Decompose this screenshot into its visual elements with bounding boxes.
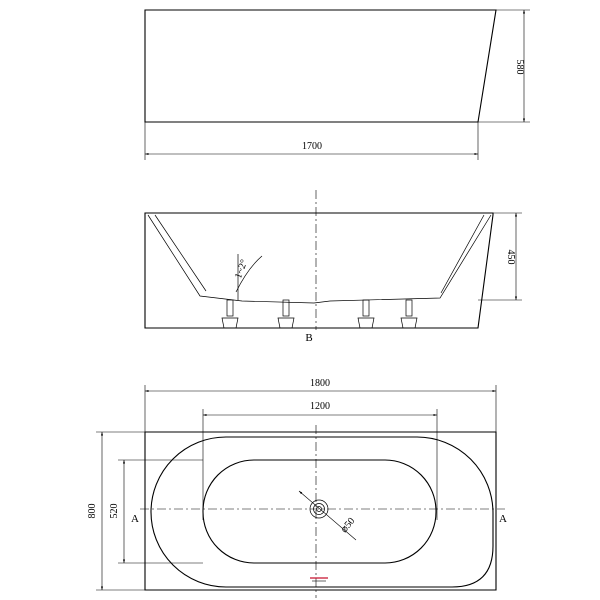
top-view: 580 1700 bbox=[144, 9, 530, 160]
support-foot bbox=[357, 299, 375, 329]
side-view: 1~2° 450 B bbox=[144, 190, 522, 344]
plan-outer-shell bbox=[144, 431, 497, 591]
drain-icon bbox=[309, 499, 329, 519]
drain-leader-line bbox=[298, 490, 357, 541]
plan-inner-basin bbox=[202, 459, 437, 564]
basin-profile bbox=[147, 214, 492, 304]
top-view-outline bbox=[144, 9, 497, 123]
side-view-outline bbox=[144, 212, 494, 329]
support-foot bbox=[277, 299, 295, 329]
top-length-label: 1700 bbox=[302, 141, 322, 152]
support-foot bbox=[221, 299, 239, 329]
support-foot bbox=[400, 299, 418, 329]
side-height-label: 450 bbox=[505, 250, 516, 265]
plan-overall-width-label: 800 bbox=[87, 504, 98, 519]
drain-diameter-label: ⌀50 bbox=[339, 516, 358, 535]
section-b-label: B bbox=[305, 332, 312, 344]
plan-inner-width-label: 520 bbox=[109, 504, 120, 519]
plan-inner-length-label: 1200 bbox=[310, 401, 330, 412]
slope-angle-label: 1~2° bbox=[233, 258, 250, 280]
top-width-label: 580 bbox=[514, 60, 525, 75]
plan-overall-length-label: 1800 bbox=[310, 378, 330, 389]
section-a-left-label: A bbox=[131, 513, 139, 525]
plan-view: 1800 1200 A A ⌀50 800 bbox=[87, 378, 507, 598]
plan-rim bbox=[150, 436, 494, 588]
section-a-right-label: A bbox=[499, 513, 507, 525]
